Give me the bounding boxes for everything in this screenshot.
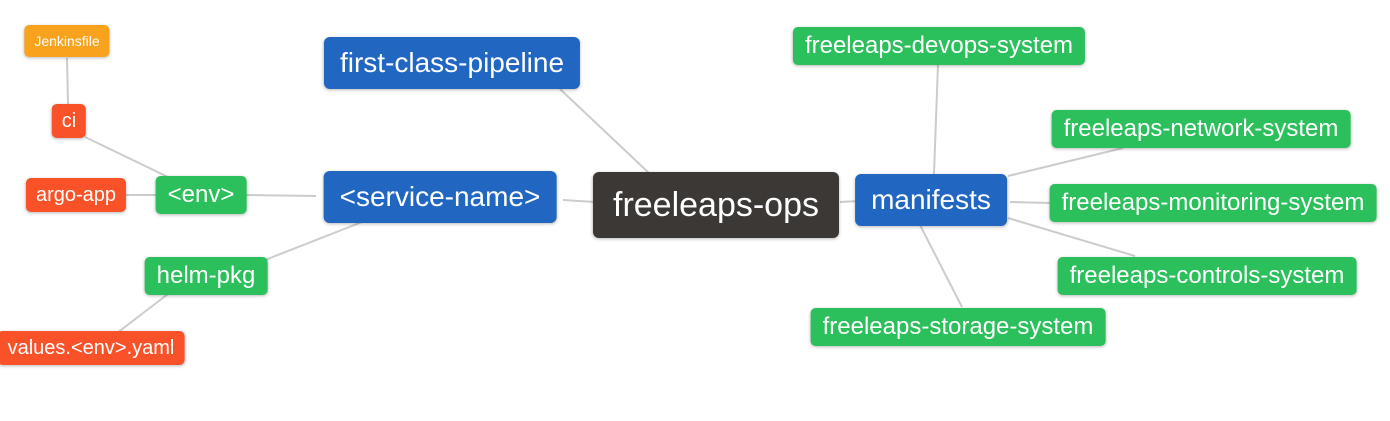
node-freeleaps-monitoring-system[interactable]: freeleaps-monitoring-system — [1049, 184, 1377, 222]
node-freeleaps-ops[interactable]: freeleaps-ops — [592, 172, 840, 238]
edge-first-class-pipeline-to-freeleaps-ops — [559, 88, 651, 175]
edge-env-to-service-name — [244, 194, 317, 197]
edge-manifests-to-freeleaps-devops-system — [933, 63, 939, 175]
node-argo-app[interactable]: argo-app — [25, 178, 127, 212]
node-ci[interactable]: ci — [51, 104, 87, 138]
edge-manifests-to-freeleaps-network-system — [1007, 147, 1124, 177]
node-values-env-yaml[interactable]: values.<env>.yaml — [0, 331, 185, 365]
node-service-name[interactable]: <service-name> — [323, 171, 557, 223]
edge-values-env-yaml-to-helm-pkg — [116, 293, 169, 334]
edge-manifests-to-freeleaps-storage-system — [919, 224, 963, 308]
node-first-class-pipeline[interactable]: first-class-pipeline — [323, 37, 581, 89]
node-jenkinsfile[interactable]: Jenkinsfile — [24, 25, 110, 57]
edge-manifests-to-freeleaps-controls-system — [1007, 217, 1136, 257]
edge-service-name-to-freeleaps-ops — [562, 199, 596, 203]
node-manifests[interactable]: manifests — [855, 174, 1007, 226]
node-env[interactable]: <env> — [155, 176, 247, 214]
edge-helm-pkg-to-service-name — [264, 221, 363, 261]
edge-jenkinsfile-to-ci — [66, 57, 69, 105]
node-freeleaps-network-system[interactable]: freeleaps-network-system — [1051, 110, 1351, 148]
edge-manifests-to-freeleaps-monitoring-system — [1009, 201, 1051, 204]
edge-ci-to-env — [84, 136, 171, 179]
node-freeleaps-devops-system[interactable]: freeleaps-devops-system — [792, 27, 1086, 65]
node-freeleaps-storage-system[interactable]: freeleaps-storage-system — [810, 308, 1106, 346]
node-freeleaps-controls-system[interactable]: freeleaps-controls-system — [1057, 257, 1357, 295]
node-helm-pkg[interactable]: helm-pkg — [144, 257, 268, 295]
